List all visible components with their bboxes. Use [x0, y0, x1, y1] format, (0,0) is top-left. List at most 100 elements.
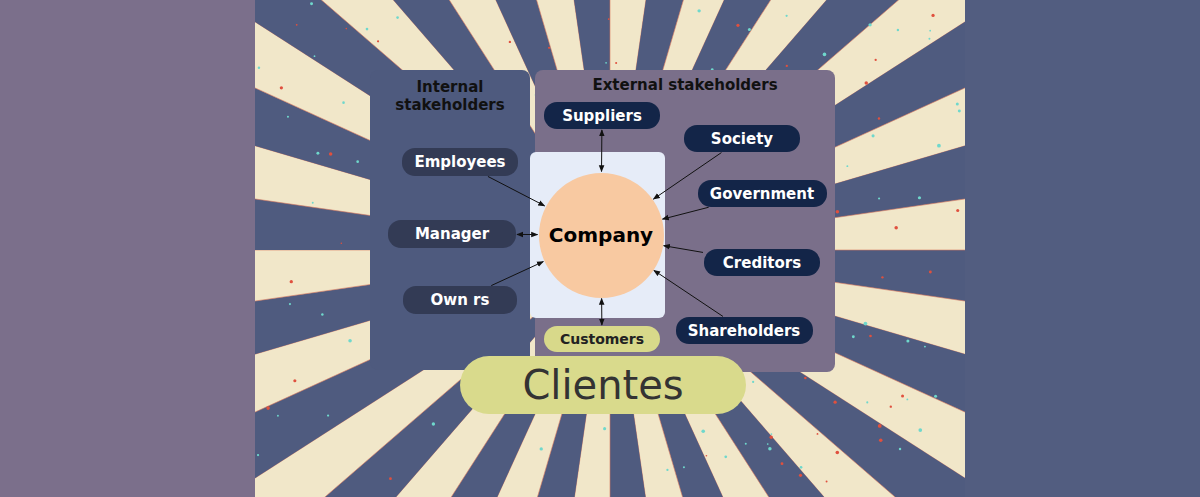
- connector-arrow: [488, 176, 545, 205]
- node-label: Government: [710, 185, 814, 203]
- sparkle: [769, 436, 772, 439]
- sparkle: [928, 38, 930, 40]
- sparkle: [366, 28, 369, 31]
- sparkle: [697, 9, 700, 12]
- sparkle: [833, 401, 836, 404]
- sparkle: [666, 469, 668, 471]
- internal-panel: Internal stakeholdersEmployeesManagerOwn…: [370, 70, 530, 370]
- sparkle: [800, 466, 803, 469]
- sparkle: [881, 276, 883, 278]
- sparkle: [835, 451, 839, 455]
- sparkle: [878, 424, 882, 428]
- connector-arrow: [653, 153, 721, 200]
- sparkle: [342, 101, 345, 104]
- sparkle: [918, 196, 921, 199]
- sparkle: [329, 152, 332, 155]
- stakeholder-pill: Society: [684, 125, 800, 152]
- node-label: Shareholders: [688, 322, 801, 340]
- sparkle: [890, 405, 892, 407]
- sparkle: [785, 15, 787, 17]
- connector-arrow: [662, 207, 708, 219]
- sparkle: [906, 399, 908, 401]
- stakeholder-pill: Manager: [388, 220, 516, 248]
- sparkle: [866, 401, 868, 403]
- sparkle: [869, 335, 872, 338]
- sparkle: [826, 480, 828, 482]
- sparkle: [310, 2, 313, 5]
- node-label: Customers: [560, 331, 644, 347]
- sparkle: [901, 394, 904, 397]
- panel-heading: External stakeholders: [592, 76, 777, 94]
- sparkle: [603, 427, 606, 430]
- connector-arrow: [601, 298, 602, 325]
- sparkle: [931, 14, 934, 17]
- node-label: Own rs: [431, 291, 490, 309]
- sparkle: [872, 134, 875, 137]
- sparkle: [899, 448, 901, 450]
- sparkle: [823, 53, 827, 57]
- connector-arrow: [664, 246, 703, 253]
- sparkle: [864, 322, 868, 326]
- sparkle: [356, 160, 359, 163]
- connector-arrow: [517, 234, 538, 235]
- sparkle: [377, 40, 379, 42]
- sparkle: [781, 462, 784, 465]
- sparkle: [768, 447, 771, 450]
- sparkle: [296, 24, 298, 26]
- sparkle: [956, 209, 959, 212]
- connector-arrow: [654, 270, 723, 316]
- sparkle: [767, 443, 769, 445]
- sparkle: [312, 202, 314, 204]
- sparkle: [875, 59, 877, 61]
- caption-pill: Clientes: [460, 356, 746, 414]
- side-strip: [0, 0, 255, 497]
- side-strip: [965, 0, 1200, 497]
- sparkle: [683, 466, 685, 468]
- center-box: [530, 152, 665, 318]
- sparkle: [929, 30, 931, 32]
- node-label: Employees: [414, 153, 505, 171]
- connector-arrow: [491, 262, 543, 286]
- sparkle: [836, 210, 840, 214]
- sparkle: [293, 379, 296, 382]
- sparkle: [934, 395, 937, 398]
- sparkle: [752, 381, 754, 383]
- sparkle: [937, 144, 941, 148]
- sparkle: [771, 433, 773, 435]
- sparkle: [846, 165, 848, 167]
- sparkle: [432, 422, 435, 425]
- node-label: Company: [549, 223, 653, 247]
- sparkle: [924, 346, 926, 348]
- node-label: Manager: [415, 225, 489, 243]
- sparkle: [918, 428, 922, 432]
- stakeholder-pill: Customers: [544, 326, 660, 352]
- stakeholder-pill: Own rs: [403, 286, 517, 314]
- sparkle: [799, 474, 802, 477]
- sparkle: [865, 81, 868, 84]
- sparkle: [615, 62, 617, 64]
- sparkle: [548, 47, 550, 49]
- sparkle: [852, 335, 855, 338]
- sparkle: [509, 41, 511, 43]
- sparkle: [929, 271, 932, 274]
- sparkle: [280, 86, 283, 89]
- stakeholder-pill: Government: [698, 180, 827, 207]
- node-label: Suppliers: [562, 107, 642, 125]
- stakeholder-pill: Employees: [402, 148, 518, 176]
- company-circle: Company: [539, 173, 664, 298]
- sparkle: [290, 280, 293, 283]
- sparkle: [745, 443, 747, 445]
- sparkle: [897, 29, 899, 31]
- sparkle: [341, 242, 343, 244]
- panel-heading: Internal stakeholders: [376, 78, 524, 114]
- node-label: Clientes: [522, 362, 683, 408]
- sparkle: [321, 313, 323, 315]
- sparkle: [314, 55, 316, 57]
- sparkle: [257, 454, 259, 456]
- sparkle: [531, 172, 533, 174]
- node-label: Society: [711, 130, 773, 148]
- sparkle: [804, 377, 807, 380]
- sparkle: [894, 226, 897, 229]
- sparkle: [701, 429, 705, 433]
- sparkle: [287, 116, 289, 118]
